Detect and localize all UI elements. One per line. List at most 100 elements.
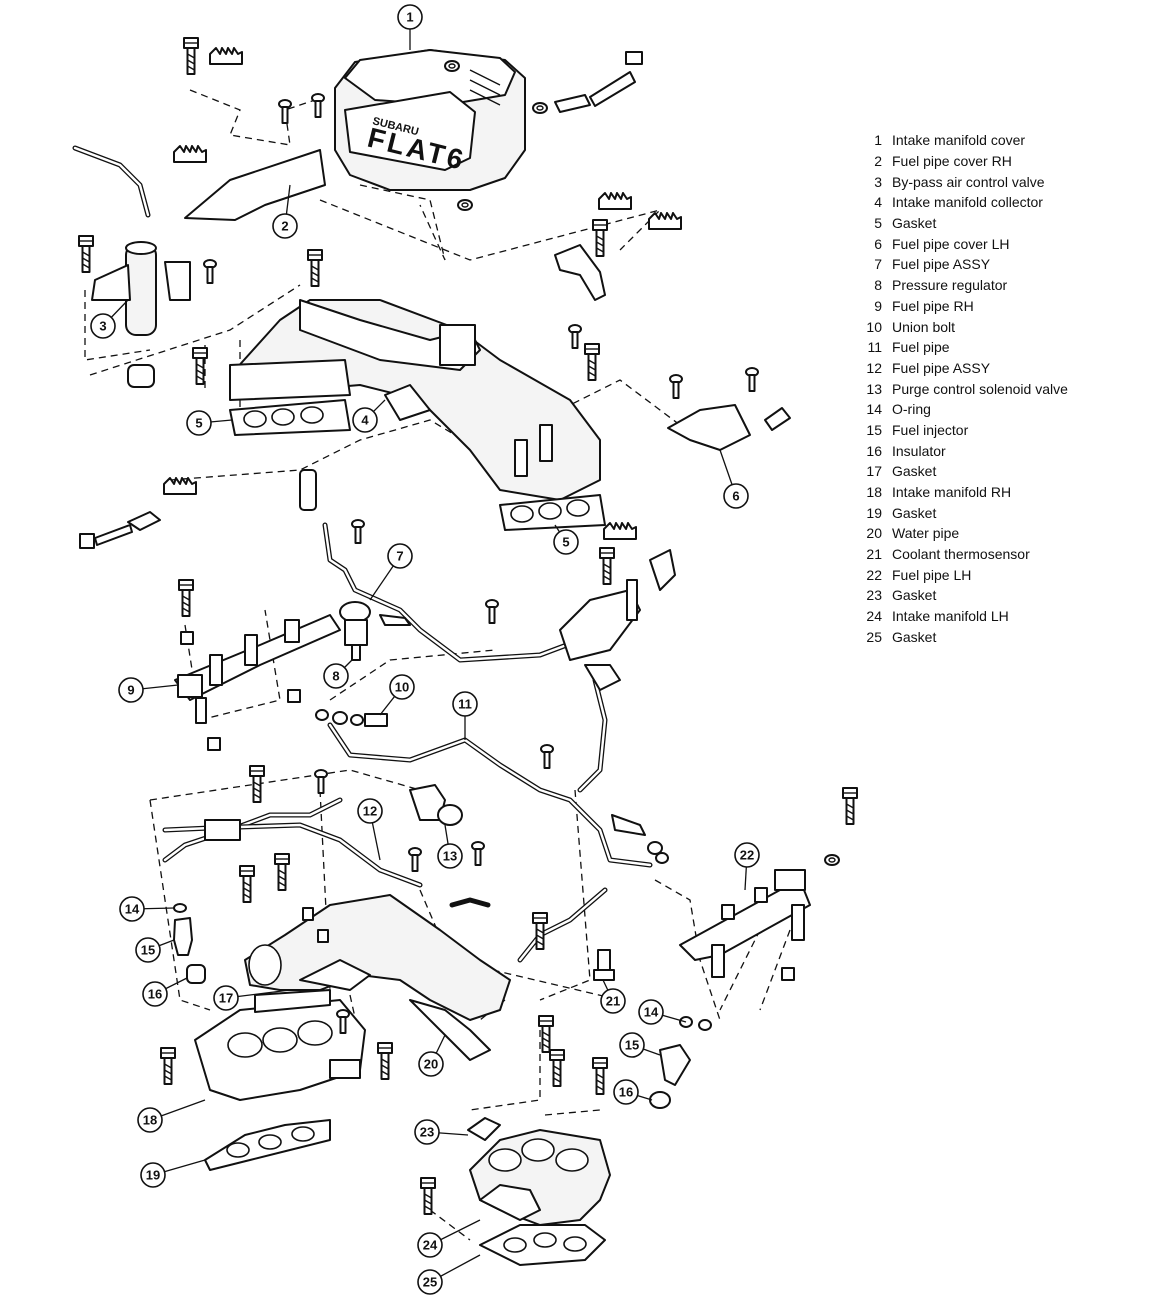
callout-number: 15 bbox=[141, 943, 155, 958]
callout-circle bbox=[389, 674, 415, 700]
legend-label: Fuel injector bbox=[892, 421, 969, 438]
callout-number: 7 bbox=[396, 549, 403, 564]
callout-number: 6 bbox=[732, 489, 739, 504]
callout-number: 2 bbox=[281, 219, 288, 234]
callout-bubble: 23 bbox=[414, 1119, 440, 1145]
legend-number: 15 bbox=[866, 421, 882, 438]
pressure-regulator bbox=[339, 601, 411, 661]
callout-circle bbox=[119, 896, 145, 922]
legend-number: 8 bbox=[874, 277, 882, 294]
callout-circle bbox=[437, 843, 463, 869]
legend-number: 9 bbox=[874, 297, 882, 314]
legend-row: 15 Fuel injector bbox=[848, 420, 1148, 441]
callout-bubble: 14 bbox=[119, 896, 145, 922]
callout-circle bbox=[417, 1269, 443, 1295]
legend-label: Gasket bbox=[892, 463, 937, 480]
callout-circle bbox=[613, 1079, 639, 1105]
intake-manifold-collector bbox=[192, 249, 601, 501]
callout-number: 13 bbox=[443, 849, 457, 864]
callout-circle bbox=[118, 677, 144, 703]
callout-circle bbox=[418, 1051, 444, 1077]
legend-number: 1 bbox=[874, 132, 882, 149]
gasket-lh-lower bbox=[479, 1224, 606, 1266]
callout-number: 12 bbox=[363, 804, 377, 819]
callout-bubble: 7 bbox=[387, 543, 413, 569]
intake-manifold-rh bbox=[160, 853, 511, 1101]
legend-number: 6 bbox=[874, 235, 882, 252]
callout-number: 20 bbox=[424, 1057, 438, 1072]
callout-bubble: 16 bbox=[142, 981, 168, 1007]
legend-label: Water pipe bbox=[892, 525, 960, 542]
fuel-pipe-cover-rh bbox=[173, 145, 326, 221]
legend-number: 20 bbox=[866, 525, 882, 542]
callout-number: 23 bbox=[420, 1125, 434, 1140]
legend-number: 13 bbox=[866, 380, 882, 397]
callout-number: 17 bbox=[219, 991, 233, 1006]
legend-label: Intake manifold cover bbox=[892, 132, 1026, 149]
legend-label: Purge control solenoid valve bbox=[892, 380, 1068, 397]
bypass-air-control-valve bbox=[72, 145, 217, 388]
callout-bubble: 11 bbox=[452, 691, 478, 717]
callout-bubble: 13 bbox=[437, 843, 463, 869]
callout-circle bbox=[414, 1119, 440, 1145]
legend-row: 13 Purge control solenoid valve bbox=[848, 378, 1148, 399]
callout-number: 4 bbox=[361, 413, 369, 428]
callout-circle bbox=[186, 410, 212, 436]
callout-number: 15 bbox=[625, 1038, 639, 1053]
callout-circle bbox=[734, 842, 760, 868]
legend-row: 20 Water pipe bbox=[848, 523, 1148, 544]
fuel-pipe-lh bbox=[679, 787, 858, 981]
callout-number: 14 bbox=[644, 1005, 659, 1020]
legend-label: By-pass air control valve bbox=[892, 173, 1045, 190]
callout-circle bbox=[417, 1232, 443, 1258]
legend-label: Union bolt bbox=[892, 318, 956, 335]
intake-manifold-lh bbox=[420, 1015, 611, 1226]
legend-label: Fuel pipe cover LH bbox=[892, 235, 1010, 252]
legend-number: 4 bbox=[874, 194, 882, 211]
callout-number: 18 bbox=[143, 1113, 157, 1128]
callout-circle bbox=[619, 1032, 645, 1058]
legend-row: 17 Gasket bbox=[848, 461, 1148, 482]
legend-number: 14 bbox=[866, 401, 882, 418]
callout-circle bbox=[137, 1107, 163, 1133]
callout-bubble: 5 bbox=[186, 410, 212, 436]
callout-number: 11 bbox=[458, 697, 472, 712]
fuel-pipe-cover-lh bbox=[554, 192, 791, 451]
callout-bubble: 5 bbox=[553, 529, 579, 555]
callout-number: 14 bbox=[125, 902, 140, 917]
legend-label: Coolant thermosensor bbox=[892, 546, 1030, 563]
callout-circle bbox=[142, 981, 168, 1007]
legend-label: Intake manifold collector bbox=[892, 194, 1043, 211]
legend-label: Fuel pipe RH bbox=[892, 297, 974, 314]
legend-row: 1 Intake manifold cover bbox=[848, 130, 1148, 151]
callout-bubble: 22 bbox=[734, 842, 760, 868]
legend-number: 17 bbox=[866, 463, 882, 480]
callout-bubble: 12 bbox=[357, 798, 383, 824]
callout-number: 24 bbox=[423, 1238, 438, 1253]
legend-row: 9 Fuel pipe RH bbox=[848, 296, 1148, 317]
callout-circle bbox=[397, 4, 423, 30]
callout-number: 8 bbox=[332, 669, 339, 684]
purge-control-solenoid-valve bbox=[409, 784, 485, 866]
callout-number: 19 bbox=[146, 1168, 160, 1183]
legend-label: Gasket bbox=[892, 215, 937, 232]
callout-circle bbox=[638, 999, 664, 1025]
legend-number: 2 bbox=[874, 153, 882, 170]
callout-circle bbox=[323, 663, 349, 689]
legend-label: Gasket bbox=[892, 504, 937, 521]
callout-circle bbox=[140, 1162, 166, 1188]
callout-circle bbox=[90, 313, 116, 339]
callout-bubble: 18 bbox=[137, 1107, 163, 1133]
callout-circle bbox=[387, 543, 413, 569]
callout-circle bbox=[213, 985, 239, 1011]
legend-label: Intake manifold LH bbox=[892, 608, 1009, 625]
legend-number: 24 bbox=[866, 608, 882, 625]
fuel-pipe bbox=[327, 664, 669, 868]
legend-number: 22 bbox=[866, 566, 882, 583]
callout-circle bbox=[135, 937, 161, 963]
